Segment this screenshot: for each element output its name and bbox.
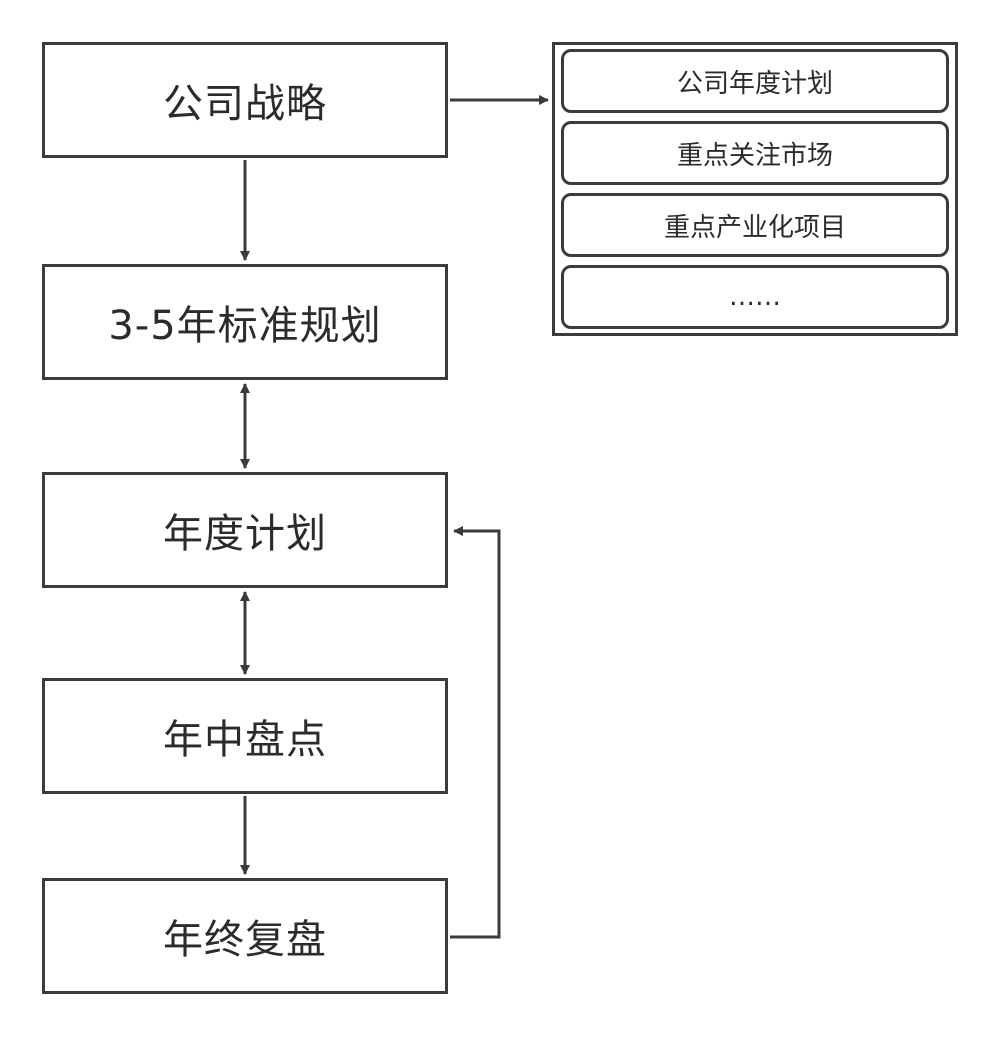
node-label: 公司战略 — [163, 81, 327, 127]
node-annual-plan: 年度计划 — [42, 472, 448, 588]
node-mid-year-review: 年中盘点 — [42, 678, 448, 794]
node-label: 年终复盘 — [163, 917, 327, 963]
node-year-end-review: 年终复盘 — [42, 878, 448, 994]
node-company-strategy: 公司战略 — [42, 42, 448, 158]
focus-item-label: 重点关注市场 — [676, 140, 833, 171]
focus-item: 重点产业化项目 — [561, 193, 949, 257]
focus-item: …… — [561, 265, 949, 329]
focus-panel: 公司年度计划 重点关注市场 重点产业化项目 …… — [552, 42, 958, 336]
arrow-yearend-feedback-to-annual — [450, 526, 501, 939]
node-label: 年度计划 — [163, 511, 327, 557]
focus-item-label: …… — [729, 282, 781, 312]
node-3-5-year-plan: 3-5年标准规划 — [42, 264, 448, 380]
focus-item-label: 重点产业化项目 — [663, 212, 846, 243]
focus-item-label: 公司年度计划 — [676, 68, 833, 99]
node-label: 年中盘点 — [163, 717, 327, 763]
focus-item: 重点关注市场 — [561, 121, 949, 185]
focus-item: 公司年度计划 — [561, 49, 949, 113]
node-label: 3-5年标准规划 — [108, 303, 382, 349]
